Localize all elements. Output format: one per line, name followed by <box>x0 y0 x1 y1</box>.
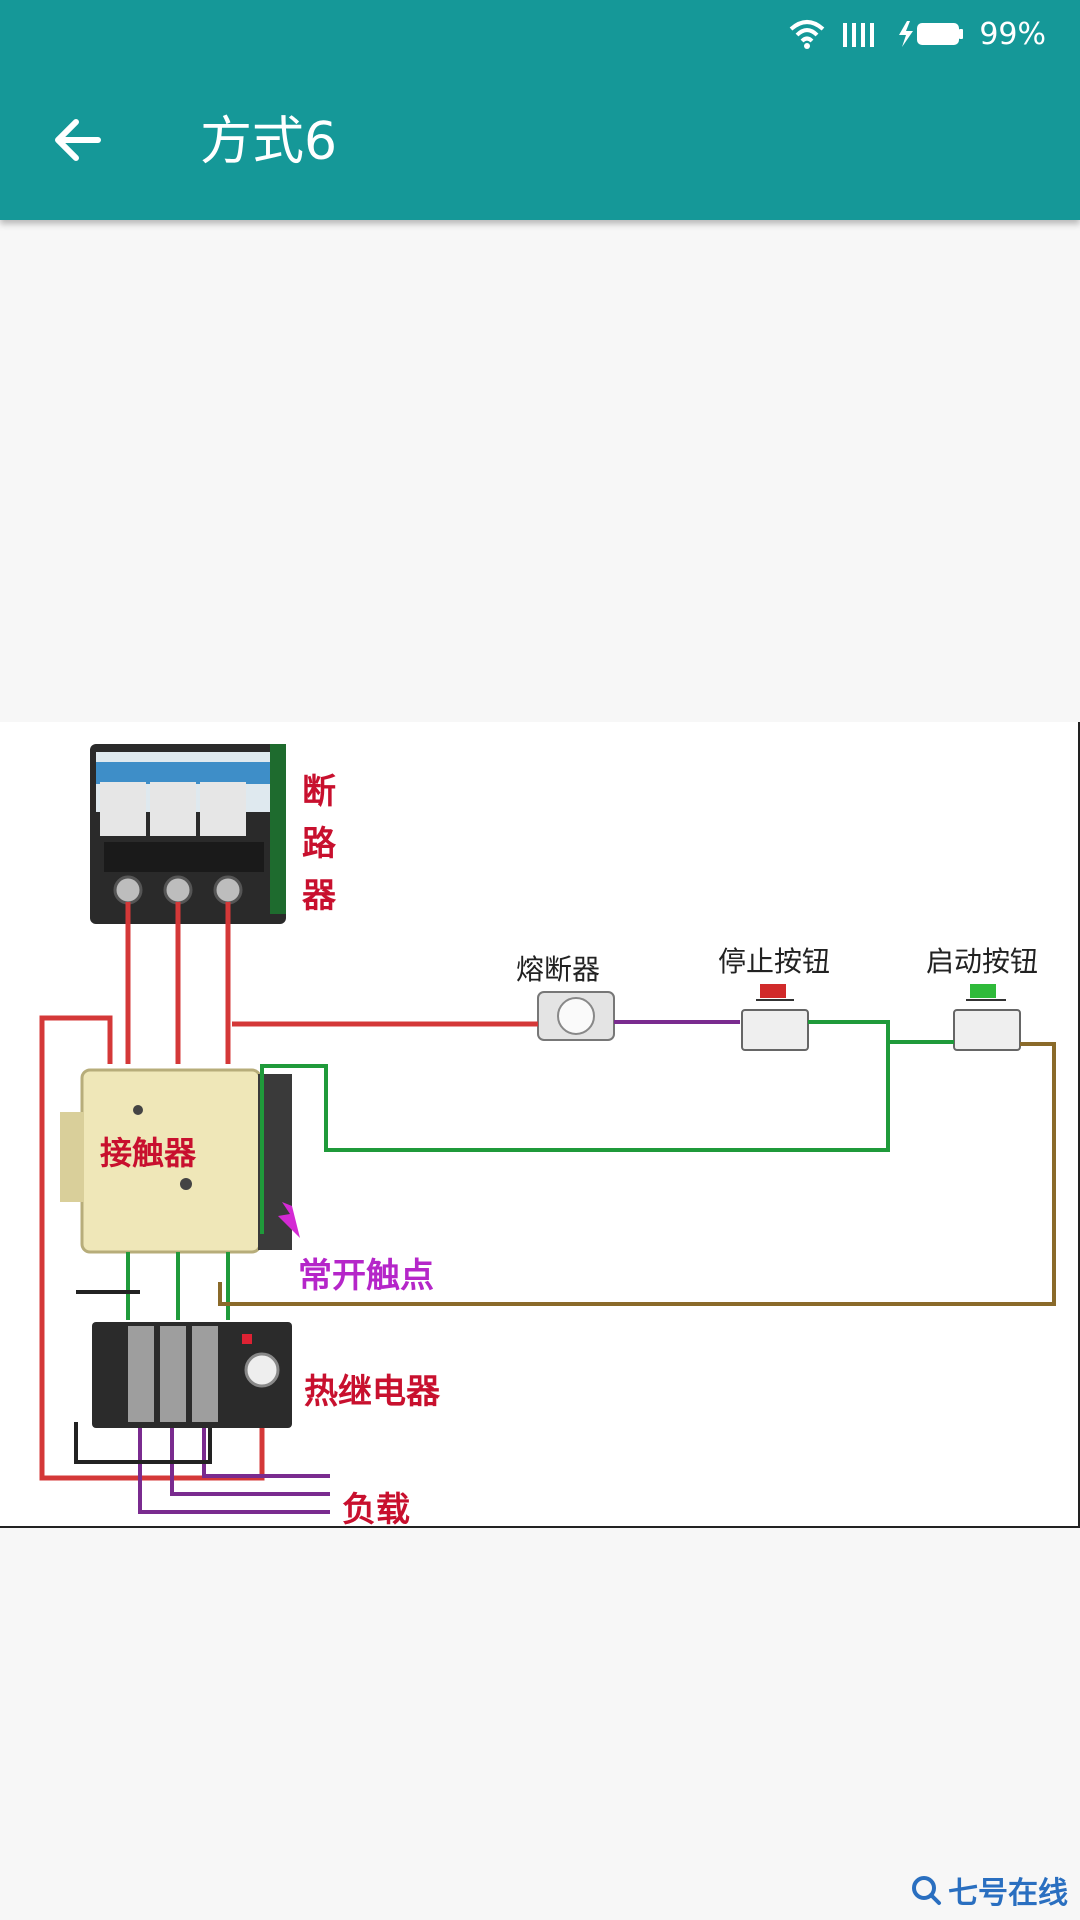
stop-button-label: 停止按钮 <box>718 945 831 978</box>
breaker-label-2: 路 <box>302 824 336 864</box>
signal-icon <box>843 23 875 47</box>
start-button-label: 启动按钮 <box>926 945 1039 978</box>
purple-wires <box>138 1020 740 1514</box>
wiring-diagram-drawing <box>39 744 1056 1514</box>
battery-percent: 99% <box>979 16 1046 52</box>
wifi-icon <box>789 20 825 49</box>
red-wires <box>39 902 538 1481</box>
contactor-label: 接触器 <box>100 1134 197 1172</box>
arrow-icon <box>278 1202 300 1238</box>
load-label: 负载 <box>342 1490 410 1530</box>
circuit-breaker-icon <box>90 744 286 924</box>
fuse-icon <box>537 991 615 1041</box>
breaker-label-3: 器 <box>302 876 336 916</box>
back-button[interactable] <box>44 108 108 172</box>
search-logo-icon <box>912 1876 941 1905</box>
watermark-text: 七号在线 <box>948 1876 1068 1911</box>
battery-charging-icon <box>899 21 964 47</box>
no-contact-label: 常开触点 <box>298 1256 434 1296</box>
breaker-label-1: 断 <box>302 772 336 812</box>
thermal-relay-label: 热继电器 <box>304 1372 440 1412</box>
start-button-icon <box>953 984 1021 1051</box>
page-title: 方式6 <box>200 112 338 172</box>
thermal-relay-icon <box>92 1322 292 1428</box>
brown-wire <box>218 1042 1056 1306</box>
green-wires <box>126 1020 954 1320</box>
fuse-label: 熔断器 <box>516 953 601 986</box>
watermark: 七号在线 <box>910 1870 1068 1911</box>
app-bar: 99% 方式6 <box>0 0 1080 220</box>
wiring-diagram-image: 断 路 器 熔断器 停止按钮 启动按钮 接触器 常开触点 热继电器 负载 <box>0 722 1080 1530</box>
back-arrow-icon <box>55 119 101 161</box>
status-bar: 99% <box>787 12 1046 56</box>
contactor-icon <box>60 1068 292 1254</box>
stop-button-icon <box>741 984 809 1051</box>
black-wire <box>74 1290 212 1464</box>
